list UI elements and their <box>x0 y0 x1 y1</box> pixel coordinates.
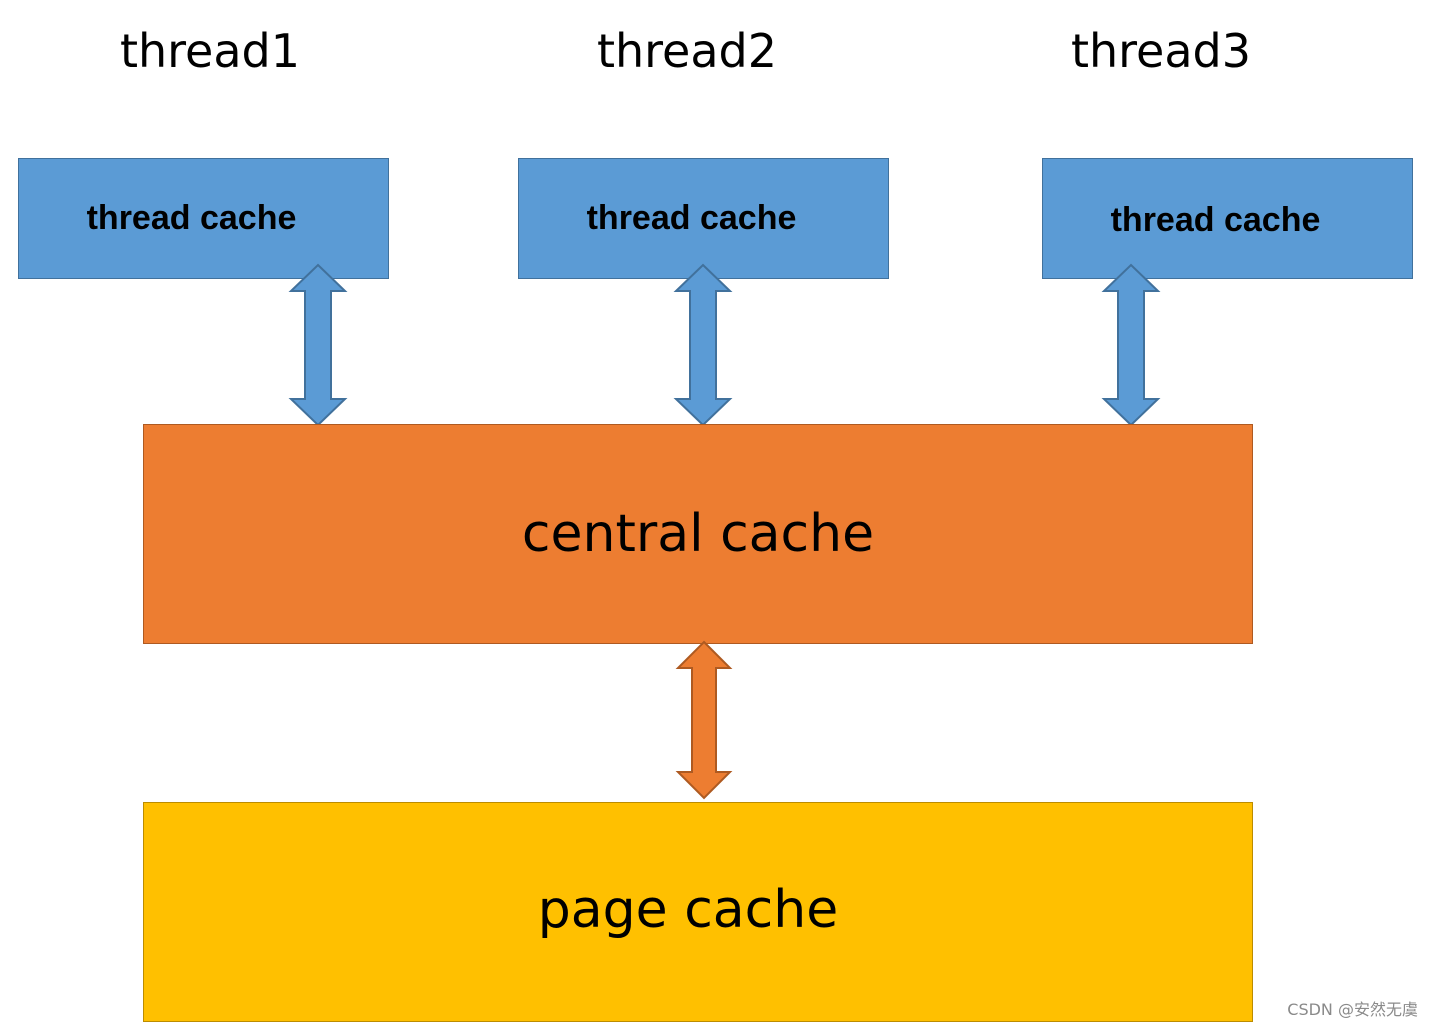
double-arrow-icon-1 <box>288 263 348 427</box>
double-arrow-icon-2 <box>673 263 733 427</box>
double-arrow-icon-3 <box>1101 263 1161 427</box>
thread-cache-label-3: thread cache <box>1110 201 1321 239</box>
watermark: CSDN @安然无虞 <box>1287 1000 1418 1019</box>
central-cache-label: central cache <box>521 504 875 564</box>
thread1-label: thread1 <box>119 24 301 78</box>
page-cache-label: page cache <box>537 880 839 940</box>
central-cache-box: central cache <box>143 424 1253 644</box>
thread-cache-box-2: thread cache <box>518 158 889 279</box>
thread-cache-label-2: thread cache <box>586 199 797 237</box>
thread3-label: thread3 <box>1070 24 1252 78</box>
thread-cache-label-1: thread cache <box>86 199 297 237</box>
thread-cache-box-1: thread cache <box>18 158 389 279</box>
double-arrow-icon-central-page <box>675 640 733 800</box>
thread2-label: thread2 <box>596 24 778 78</box>
thread-cache-box-3: thread cache <box>1042 158 1413 279</box>
page-cache-box: page cache <box>143 802 1253 1022</box>
